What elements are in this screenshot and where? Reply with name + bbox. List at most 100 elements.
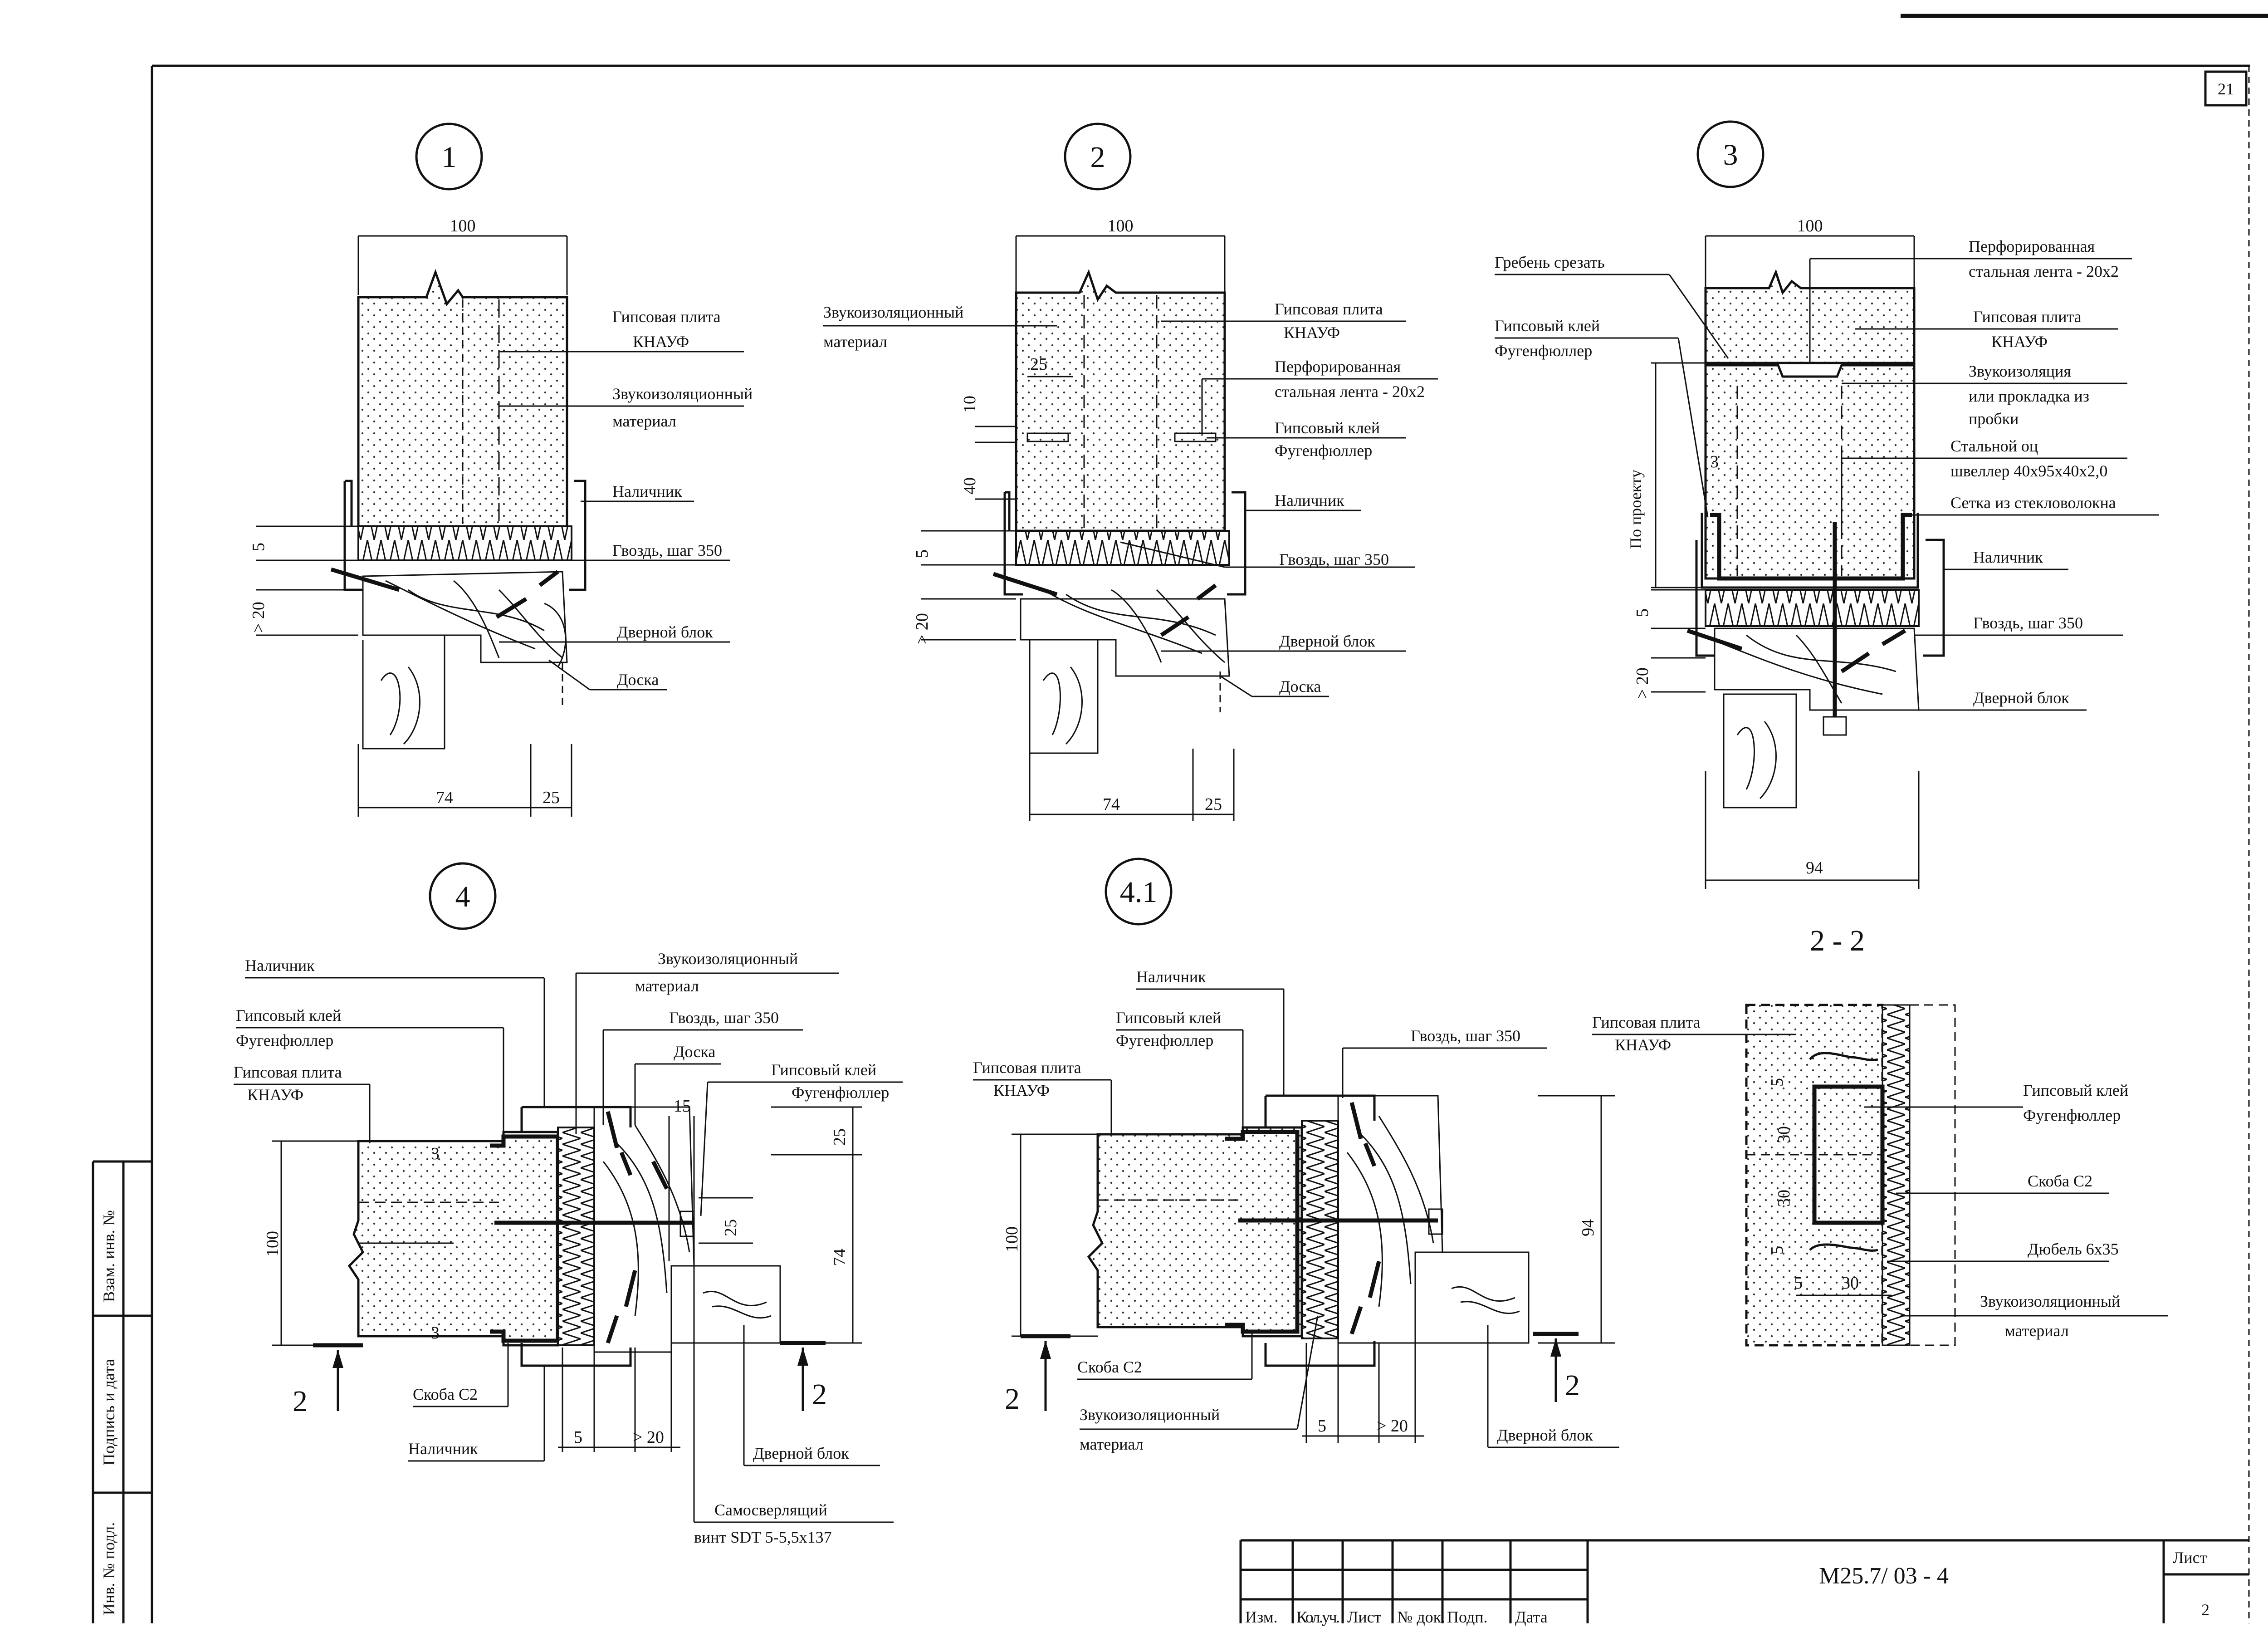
stamp-col-2: Кол.уч. [1296,1608,1340,1626]
label-adhesive-d2: Гипсовый клей [1275,419,1380,437]
svg-text:100: 100 [1108,216,1134,235]
svg-text:> 20: > 20 [633,1428,664,1447]
dim-25: 25 [543,788,560,807]
label-door-block-d41: Дверной блок [1497,1426,1593,1444]
label-trim-d41: Наличник [1136,968,1206,986]
svg-text:100: 100 [1797,216,1823,235]
svg-text:КНАУФ: КНАУФ [1284,323,1340,342]
label-adhesive-22: Гипсовый клей [2023,1081,2128,1099]
svg-text:или прокладка из: или прокладка из [1969,387,2089,405]
svg-text:5: 5 [574,1428,582,1447]
label-door-block-d2: Дверной блок [1279,632,1375,650]
svg-text:Фугенфюллер: Фугенфюллер [2023,1106,2121,1124]
label-gypsum-board-d2: Гипсовая плита [1275,300,1383,318]
page-number: 21 [2218,80,2234,98]
label-sound-insulation-2: материал [612,412,676,430]
label-gypsum-board-22: Гипсовая плита [1592,1013,1701,1031]
svg-text:3: 3 [431,1323,440,1343]
svg-text:> 20: > 20 [1377,1416,1408,1436]
svg-text:100: 100 [1002,1226,1022,1252]
cut-mark-2-right: 2 [812,1378,827,1411]
cut-mark-2-left: 2 [293,1385,308,1418]
svg-text:КНАУФ: КНАУФ [1991,333,2048,351]
stamp-col-5: Подп. [1447,1608,1488,1626]
label-sound-insulation-d2: Звукоизоляционный [823,303,963,321]
label-trim-d4-bottom: Наличник [408,1440,478,1458]
label-trim: Наличник [612,482,682,500]
svg-text:пробки: пробки [1969,410,2019,428]
label-nail-d41: Гвоздь, шаг 350 [1411,1027,1520,1045]
side-field-signature: Подпись и дата [100,1359,118,1465]
dim-20: > 20 [249,602,268,633]
svg-text:25: 25 [721,1219,740,1236]
label-gypsum-board: Гипсовая плита [612,308,721,326]
svg-text:74: 74 [1103,795,1120,814]
svg-text:5: 5 [1794,1274,1803,1293]
label-gypsum-board-d4: Гипсовая плита [234,1063,342,1081]
svg-text:30: 30 [1842,1274,1859,1293]
svg-text:30: 30 [1774,1190,1794,1207]
detail-4: 100 3 3 5 > 20 15 25 25 74 2 2 Наличник [234,950,903,1546]
svg-text:стальная лента - 20х2: стальная лента - 20х2 [1969,262,2119,280]
svg-text:3: 3 [431,1144,440,1163]
svg-text:40: 40 [960,477,979,495]
svg-text:5: 5 [1768,1078,1787,1087]
svg-text:25: 25 [830,1128,849,1146]
label-sound-insulation: Звукоизоляционный [612,385,753,403]
svg-text:материал: материал [823,333,887,351]
svg-text:Фугенфюллер: Фугенфюллер [1116,1031,1213,1049]
label-board-d4: Доска [674,1043,715,1061]
svg-text:КНАУФ: КНАУФ [993,1081,1050,1099]
svg-text:5: 5 [1633,608,1652,617]
label-trim-d3: Наличник [1973,548,2043,566]
label-adhesive-d41: Гипсовый клей [1116,1009,1221,1027]
page-number-box: 21 [2204,70,2248,107]
detail-marker-4-1: 4.1 [1105,858,1173,926]
label-bracket-22: Скоба С2 [2028,1172,2092,1190]
detail-3: 100 По проекту 5 > 20 3 94 [1495,216,2159,889]
detail-marker-3: 3 [1696,120,1765,188]
svg-text:материал: материал [635,977,699,995]
svg-text:Фугенфюллер: Фугенфюллер [236,1031,333,1049]
label-bracket-d4: Скоба С2 [413,1385,478,1403]
detail-marker-1: 1 [415,123,483,191]
detail-marker-2: 2 [1064,123,1132,191]
stamp-col-4: № док. [1397,1608,1445,1626]
drawing-code: М25.7/ 03 - 4 [1819,1563,1949,1589]
label-nail-d2: Гвоздь, шаг 350 [1279,550,1389,568]
detail-2: 100 10 40 5 > 20 25 74 25 [823,216,1438,821]
stamp-col-6: Дата [1515,1608,1548,1626]
svg-text:74: 74 [830,1249,849,1266]
svg-text:стальная лента - 20х2: стальная лента - 20х2 [1275,382,1425,401]
svg-text:материал: материал [1080,1435,1144,1453]
label-bracket-d41: Скоба С2 [1077,1358,1142,1376]
svg-text:Фугенфюллер: Фугенфюллер [1275,441,1372,460]
svg-text:швеллер 40х95х40х2,0: швеллер 40х95х40х2,0 [1950,462,2107,480]
svg-text:КНАУФ: КНАУФ [1615,1036,1671,1054]
section-2-2: 2 - 2 5 30 30 5 5 30 Гипсовая плита КНАУ… [1592,924,2168,1347]
svg-text:10: 10 [960,396,979,413]
svg-text:3: 3 [1710,452,1719,471]
svg-text:5: 5 [1318,1416,1326,1436]
svg-text:материал: материал [2005,1322,2069,1340]
label-nail-d4: Гвоздь, шаг 350 [669,1009,779,1027]
side-field-inventory: Инв. № подл. [100,1522,118,1615]
label-gypsum-board-d41: Гипсовая плита [973,1059,1081,1077]
svg-text:4.1: 4.1 [1120,876,1158,909]
label-screw-d4: Самосверлящий [714,1501,827,1519]
label-dowel-22: Дюбель 6х35 [2028,1240,2119,1258]
label-channel: Стальной оц [1950,437,2038,455]
cut-mark-2-right-d41: 2 [1565,1369,1580,1402]
label-by-project: По проекту [1627,470,1645,549]
detail-marker-4: 4 [429,862,497,930]
label-gypsum-board-d3: Гипсовая плита [1973,308,2082,326]
label-adhesive-d4: Гипсовый клей [236,1006,341,1024]
label-sound-insulation-d41: Звукоизоляционный [1080,1406,1220,1424]
side-field-replacement: Взам. инв. № [100,1210,118,1302]
sheet-label: Лист [2173,1549,2207,1567]
label-perforated-tape-d3: Перфорированная [1969,237,2095,255]
label-adhesive-d4-right: Гипсовый клей [771,1061,876,1079]
svg-text:5: 5 [913,549,932,558]
svg-text:4: 4 [455,880,470,913]
